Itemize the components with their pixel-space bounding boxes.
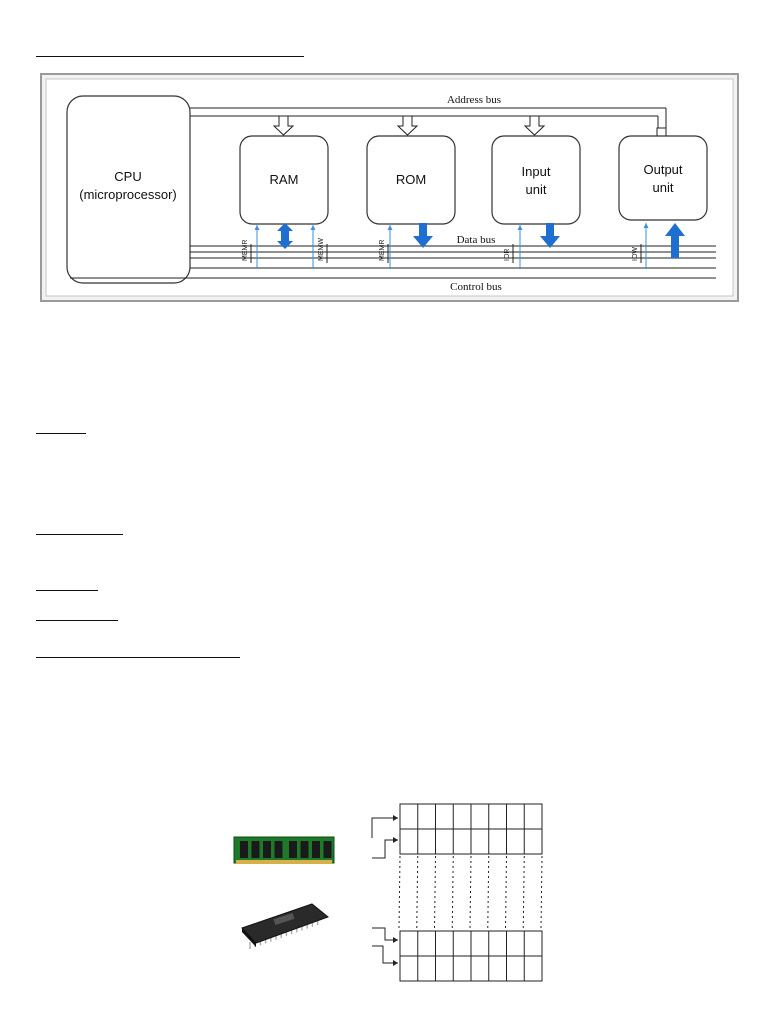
signal-label-ior: IOR xyxy=(504,249,511,261)
data-bus xyxy=(190,245,716,259)
ram-chip xyxy=(274,841,283,858)
heading-underline-4 xyxy=(36,590,98,591)
ram-chip xyxy=(300,841,309,858)
grid-pointer-arrows-bottom xyxy=(372,927,398,964)
signal-label-iow: IOW xyxy=(632,247,639,261)
grid-dotted-line xyxy=(487,855,490,930)
heading-underline-3 xyxy=(36,534,123,535)
address-bus-label: Address bus xyxy=(447,94,501,106)
rom-label: ROM xyxy=(396,172,426,187)
grid-dotted-line xyxy=(522,855,525,930)
memory-photos xyxy=(233,836,335,949)
ram-label: RAM xyxy=(270,172,299,187)
grid-arrowheads xyxy=(393,815,398,966)
ram-stick-photo xyxy=(233,836,335,864)
control-signal-lines xyxy=(254,223,649,269)
signal-label-memr: MEMR xyxy=(242,240,249,261)
data-arrows xyxy=(277,223,685,258)
ram-data-arrow-bidirectional xyxy=(277,223,293,249)
signal-label-memw: MEMW xyxy=(318,238,325,261)
input-data-arrow-down xyxy=(540,223,560,248)
address-arrow-ram xyxy=(272,115,295,136)
output-unit-sublabel: unit xyxy=(653,180,674,195)
heading-underline-5 xyxy=(36,620,118,621)
output-unit-label: Output xyxy=(643,162,682,177)
control-signal-labels: MEMR MEMW MEMR IOR IOW xyxy=(242,238,642,263)
microprocessor-system-diagram: Address bus CPU (microprocessor) RAM ROM… xyxy=(40,73,739,302)
signal-arrowhead xyxy=(310,225,316,230)
grid-dotted-line xyxy=(451,855,454,930)
memory-cell-grid xyxy=(371,803,543,982)
signal-arrowhead xyxy=(643,223,649,228)
output-data-arrow-up xyxy=(665,223,685,258)
control-bus xyxy=(70,267,716,279)
address-arrow-rom xyxy=(396,115,419,136)
signal-label-memr: MEMR xyxy=(379,240,386,261)
grid-dotted-line xyxy=(469,855,472,930)
grid-dotted-line xyxy=(434,855,436,930)
input-unit-box xyxy=(491,135,581,225)
rom-chip-photo xyxy=(241,903,330,949)
cpu-box xyxy=(66,95,191,284)
output-unit-box xyxy=(618,135,708,221)
ram-chip xyxy=(289,841,297,858)
address-bus xyxy=(190,107,667,128)
ram-chip xyxy=(312,841,320,858)
heading-underline-1 xyxy=(36,56,304,57)
rom-box xyxy=(366,135,456,225)
memory-grid-continuation xyxy=(398,855,543,930)
ram-chip xyxy=(263,841,271,858)
ram-chip xyxy=(240,841,248,858)
data-bus-label: Data bus xyxy=(457,234,496,246)
cpu-sublabel: (microprocessor) xyxy=(79,187,177,202)
ram-chip xyxy=(323,841,332,858)
signal-arrowhead xyxy=(254,225,260,230)
cpu-label: CPU xyxy=(114,169,141,184)
grid-dotted-line xyxy=(540,855,543,930)
ram-chip xyxy=(251,841,260,858)
memory-grid-bottom xyxy=(399,930,543,982)
rom-data-arrow-down xyxy=(413,223,433,248)
input-unit-label: Input xyxy=(522,164,551,179)
heading-underline-2 xyxy=(36,433,86,434)
grid-dotted-line xyxy=(398,855,401,930)
grid-dotted-line xyxy=(505,855,507,930)
heading-underline-6 xyxy=(36,657,240,658)
control-bus-label: Control bus xyxy=(450,281,502,293)
input-unit-sublabel: unit xyxy=(526,182,547,197)
address-arrow-input xyxy=(523,115,546,136)
grid-dotted-line xyxy=(416,855,419,930)
memory-grid-top xyxy=(399,803,543,855)
grid-pointer-arrows-top xyxy=(371,817,398,859)
signal-arrowhead xyxy=(387,225,393,230)
signal-arrowhead xyxy=(517,225,523,230)
